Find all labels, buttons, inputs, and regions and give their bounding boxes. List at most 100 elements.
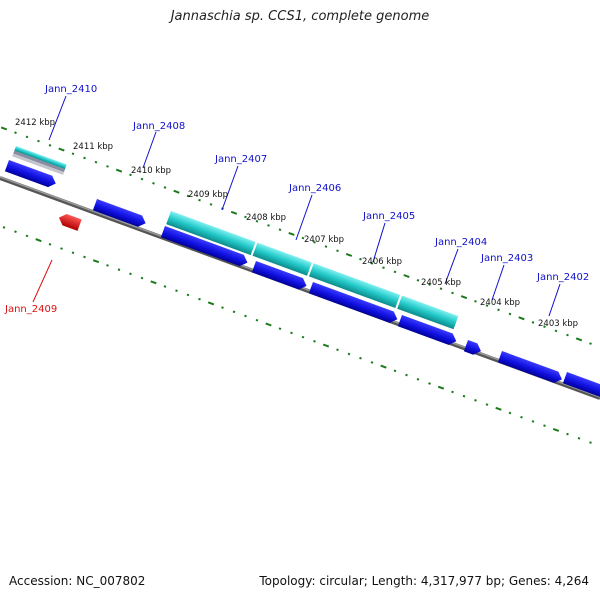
gene-label-jann-2403[interactable]: Jann_2403: [480, 253, 533, 264]
minor-tick: [566, 432, 569, 436]
major-tick: [437, 385, 445, 390]
minor-tick: [508, 312, 512, 316]
minor-tick: [129, 272, 132, 276]
minor-tick: [71, 251, 75, 255]
minor-tick: [163, 285, 167, 288]
minor-tick: [474, 300, 477, 303]
minor-tick: [451, 291, 454, 295]
gene-arrow-jann-2406[interactable]: [251, 261, 309, 292]
gene-arrow[interactable]: [562, 372, 600, 403]
feature-block[interactable]: [397, 295, 459, 330]
gene-label-jann-2409[interactable]: Jann_2409: [4, 304, 57, 315]
label-connector: [295, 194, 313, 241]
gene-label-jann-2404[interactable]: Jann_2404: [434, 237, 487, 248]
minor-tick: [336, 249, 339, 253]
minor-tick: [25, 135, 29, 139]
minor-tick: [359, 257, 362, 261]
gene-arrow-jann-2404[interactable]: [397, 315, 458, 347]
gene-arrow-jann-2408[interactable]: [92, 199, 148, 229]
minor-tick: [382, 266, 385, 269]
major-tick: [518, 316, 525, 321]
feature-block[interactable]: [252, 242, 312, 276]
label-connector: [372, 222, 386, 263]
label-connector: [491, 264, 505, 301]
minor-tick: [393, 270, 397, 274]
label-connector: [48, 95, 67, 141]
scale-label: 2410 kbp: [131, 166, 171, 176]
feature-block[interactable]: [166, 211, 256, 256]
gene-arrow-jann-2405[interactable]: [308, 282, 400, 325]
gene-label-jann-2408[interactable]: Jann_2408: [132, 121, 185, 132]
scale-label: 2405 kbp: [421, 278, 461, 288]
gene-label-jann-2406[interactable]: Jann_2406: [288, 183, 341, 194]
minor-tick: [94, 160, 98, 164]
gene-label-jann-2407[interactable]: Jann_2407: [214, 154, 267, 165]
minor-tick: [370, 361, 374, 364]
minor-tick: [290, 331, 293, 335]
scale-label: 2404 kbp: [480, 298, 520, 308]
gene-arrow-jann-2402[interactable]: [497, 351, 564, 385]
major-tick: [115, 168, 123, 173]
minor-tick: [313, 240, 316, 244]
minor-tick: [232, 310, 236, 314]
major-tick: [552, 427, 560, 432]
major-tick: [0, 126, 8, 131]
scale-label: 2407 kbp: [304, 235, 344, 245]
minor-tick: [129, 173, 132, 177]
major-tick: [288, 231, 295, 236]
gene-arrow-jann-2409[interactable]: [57, 212, 82, 231]
gene-arrow-jann-2407[interactable]: [160, 226, 250, 268]
minor-tick: [209, 203, 213, 206]
minor-tick: [474, 399, 477, 402]
minor-tick: [14, 230, 17, 234]
minor-tick: [48, 144, 52, 147]
minor-tick: [255, 219, 259, 223]
minor-tick: [278, 228, 282, 232]
minor-tick: [140, 177, 144, 181]
minor-tick: [531, 420, 535, 423]
major-tick: [380, 364, 387, 369]
accession-text: Accession: NC_007802: [9, 574, 146, 588]
minor-tick: [60, 247, 63, 250]
label-connector: [548, 283, 561, 317]
minor-tick: [439, 287, 443, 291]
minor-tick: [428, 382, 431, 385]
label-connector: [221, 165, 239, 211]
major-tick: [345, 252, 353, 257]
label-connector: [32, 259, 53, 303]
minor-tick: [163, 186, 167, 189]
gene-label-jann-2405[interactable]: Jann_2405: [362, 211, 415, 222]
minor-tick: [301, 335, 305, 339]
minor-tick: [577, 436, 581, 440]
gene-label-jann-2410[interactable]: Jann_2410: [44, 84, 97, 95]
minor-tick: [83, 255, 86, 259]
minor-tick: [554, 329, 558, 333]
minor-tick: [175, 289, 178, 293]
scale-label: 2409 kbp: [188, 190, 228, 200]
minor-tick: [543, 424, 546, 427]
minor-tick: [497, 308, 500, 312]
minor-tick: [347, 352, 351, 356]
major-tick: [403, 274, 410, 279]
minor-tick: [313, 339, 316, 343]
gene-label-jann-2402[interactable]: Jann_2402: [536, 272, 589, 283]
feature-block[interactable]: [14, 146, 67, 170]
minor-tick: [244, 215, 247, 219]
minor-tick: [508, 411, 512, 415]
minor-tick: [198, 198, 201, 202]
minor-tick: [520, 415, 523, 419]
minor-tick: [198, 297, 201, 301]
minor-tick: [485, 304, 489, 307]
gene-arrow-jann-2410[interactable]: [4, 160, 58, 189]
gene-arrow-jann-2403[interactable]: [463, 340, 483, 357]
scale-label: 2408 kbp: [246, 213, 286, 223]
feature-block[interactable]: [308, 263, 401, 309]
feature-track: [12, 146, 459, 330]
minor-tick: [37, 139, 40, 143]
minor-tick: [405, 373, 408, 377]
minor-tick: [106, 264, 109, 267]
minor-tick: [566, 333, 569, 337]
minor-tick: [106, 165, 109, 168]
minor-tick: [336, 348, 339, 352]
